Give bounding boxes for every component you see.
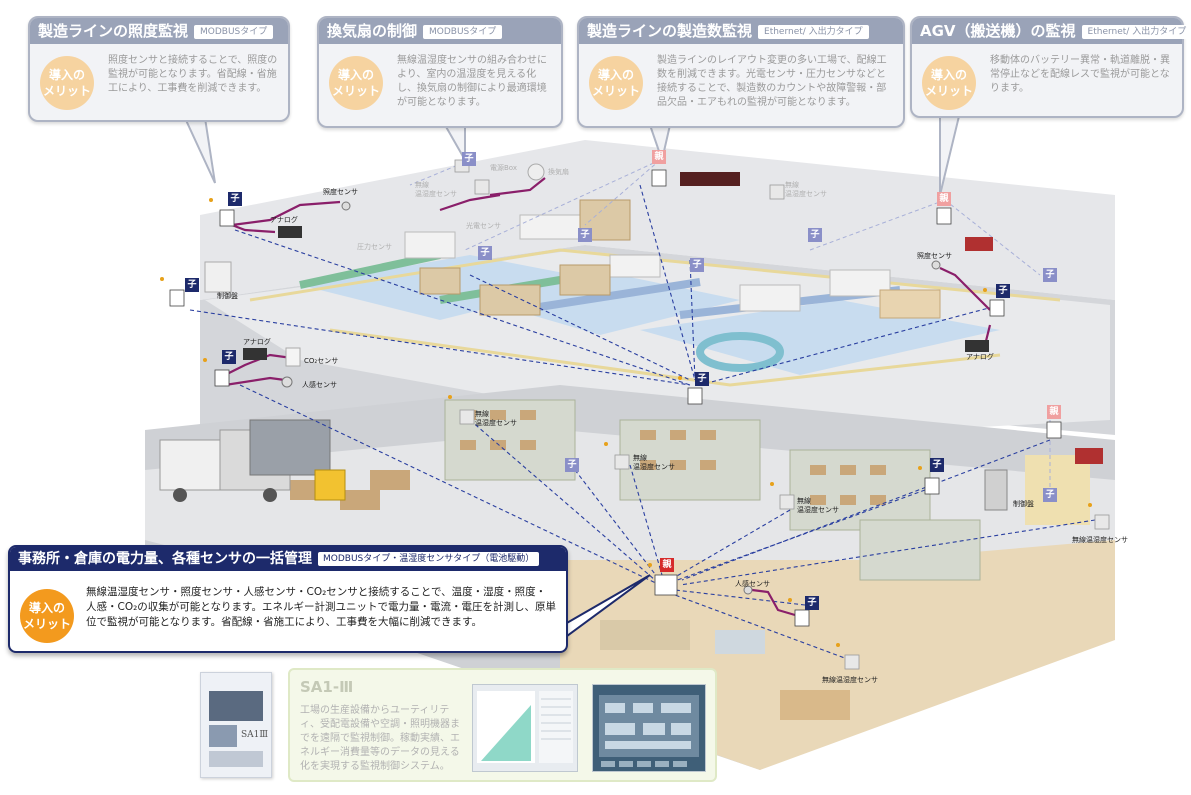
label-analog: アナログ bbox=[270, 216, 298, 224]
child-unit-badge: 子 bbox=[690, 258, 704, 272]
child-unit-badge: 子 bbox=[1043, 488, 1057, 502]
parent-unit-badge: 親 bbox=[660, 558, 674, 572]
child-unit-badge: 子 bbox=[695, 372, 709, 386]
callout-tag: Ethernet/ 入出力タイプ bbox=[1081, 25, 1191, 39]
callout-body: 照度センサと接続することで、照度の監視が可能となります。省配線・省施工により、工… bbox=[108, 55, 278, 94]
child-unit-badge: 子 bbox=[478, 246, 492, 260]
label-analog: アナログ bbox=[966, 353, 994, 361]
label-illuminance-sensor: 照度センサ bbox=[323, 188, 358, 196]
label-wireless-th-sensor: 無線 温湿度センサ bbox=[475, 410, 517, 427]
sa1-title: SA1-Ⅲ bbox=[300, 678, 354, 696]
merit-badge: 導入のメリット bbox=[329, 56, 383, 110]
screen-graph-thumbnail bbox=[472, 684, 578, 772]
label-wireless-th-sensor: 無線 温湿度センサ bbox=[797, 497, 839, 514]
callout-tag: Ethernet/ 入出力タイプ bbox=[758, 25, 869, 39]
label-exhaust-fan: 換気扇 bbox=[548, 168, 569, 176]
child-unit-badge: 子 bbox=[222, 350, 236, 364]
label-pressure-sensor: 圧力センサ bbox=[357, 243, 392, 251]
label-wireless-th-sensor: 無線 温湿度センサ bbox=[785, 181, 827, 198]
callout-tag: MODBUSタイプ bbox=[423, 25, 503, 39]
brochure-title: SA1Ⅲ bbox=[241, 730, 269, 740]
label-analog: アナログ bbox=[243, 338, 271, 346]
child-unit-badge: 子 bbox=[1043, 268, 1057, 282]
child-unit-badge: 子 bbox=[228, 192, 242, 206]
merit-badge: 導入のメリット bbox=[40, 56, 94, 110]
child-unit-badge: 子 bbox=[185, 278, 199, 292]
label-power-box: 電源Box bbox=[490, 164, 518, 172]
label-control-panel: 制御盤 bbox=[1013, 500, 1034, 508]
screen-plant-map-thumbnail bbox=[592, 684, 706, 772]
parent-unit-badge: 親 bbox=[937, 192, 951, 206]
parent-unit-badge: 親 bbox=[652, 150, 666, 164]
child-unit-badge: 子 bbox=[805, 596, 819, 610]
child-unit-badge: 子 bbox=[996, 284, 1010, 298]
label-wireless-th-sensor: 無線温湿度センサ bbox=[822, 676, 878, 684]
label-wireless-th-sensor: 無線温湿度センサ bbox=[1072, 536, 1128, 544]
callout-body: 製造ラインのレイアウト変更の多い工場で、配線工数を削減できます。光電センサ・圧力… bbox=[657, 55, 887, 108]
callout-body: 無線温湿度センサの組み合わせにより、室内の温湿度を見える化し、換気扇の制御により… bbox=[397, 55, 547, 108]
label-wireless-th-sensor: 無線 温湿度センサ bbox=[633, 454, 675, 471]
sa1-description: 工場の生産設備からユーティリティ、受配電設備や空調・照明機器までを遠隔で監視制御… bbox=[300, 705, 460, 772]
sa1-system-panel: SA1-Ⅲ 工場の生産設備からユーティリティ、受配電設備や空調・照明機器までを遠… bbox=[288, 668, 717, 782]
child-unit-badge: 子 bbox=[808, 228, 822, 242]
child-unit-badge: 子 bbox=[462, 152, 476, 166]
label-control-panel: 制御盤 bbox=[217, 292, 238, 300]
merit-badge: 導入のメリット bbox=[589, 56, 643, 110]
label-co2-sensor: CO₂センサ bbox=[304, 357, 339, 365]
label-human-sensor: 人感センサ bbox=[302, 381, 337, 389]
label-human-sensor: 人感センサ bbox=[735, 580, 770, 588]
callout-tag: MODBUSタイプ・温湿度センサタイプ（電池駆動） bbox=[318, 552, 540, 566]
brochure-thumbnail: SA1Ⅲ bbox=[200, 672, 272, 778]
child-unit-badge: 子 bbox=[578, 228, 592, 242]
callout-tag: MODBUSタイプ bbox=[194, 25, 274, 39]
label-photo-sensor: 光電センサ bbox=[466, 222, 501, 230]
merit-badge: 導入のメリット bbox=[20, 589, 74, 643]
callout-body: 移動体のバッテリー異常・軌道離脱・異常停止などを配線レスで監視が可能となります。 bbox=[990, 55, 1170, 94]
label-wireless-th-sensor: 無線 温湿度センサ bbox=[415, 181, 457, 198]
parent-unit-badge: 親 bbox=[1047, 405, 1061, 419]
callout-body: 無線温湿度センサ・照度センサ・人感センサ・CO₂センサと接続することで、温度・湿… bbox=[86, 586, 556, 628]
merit-badge: 導入のメリット bbox=[922, 56, 976, 110]
child-unit-badge: 子 bbox=[565, 458, 579, 472]
child-unit-badge: 子 bbox=[930, 458, 944, 472]
label-illuminance-sensor: 照度センサ bbox=[917, 252, 952, 260]
